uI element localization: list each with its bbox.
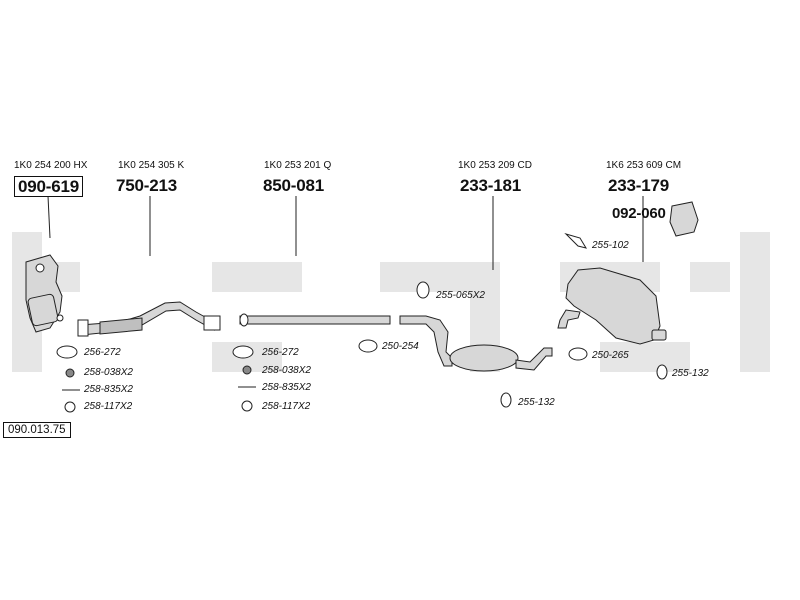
catalytic-converter	[25, 254, 64, 333]
accessory-label: 255-132	[518, 397, 555, 408]
accessory-icons	[56, 232, 668, 413]
extra-part-number[interactable]: 092-060	[612, 205, 666, 222]
part-number-3[interactable]: 850-081	[263, 176, 324, 195]
accessory-label: 250-265	[592, 350, 629, 361]
accessory-label: 258-117X2	[84, 401, 133, 412]
oe-number-1: 1K0 254 200 HX	[14, 160, 88, 171]
part-number-4[interactable]: 233-181	[460, 176, 521, 195]
accessory-label: 255-102	[592, 240, 629, 251]
leader-lines	[47, 195, 644, 270]
rear-silencer	[557, 267, 667, 345]
accessory-label: 258-117X2	[262, 401, 311, 412]
front-pipe	[77, 301, 221, 337]
oe-number-5: 1K6 253 609 CM	[606, 160, 682, 171]
part-number-2[interactable]: 750-213	[116, 176, 177, 195]
accessory-label: 258-038X2	[262, 365, 311, 376]
accessory-label: 258-835X2	[84, 384, 133, 395]
accessory-label: 258-835X2	[262, 382, 311, 393]
oe-number-2: 1K0 254 305 K	[118, 160, 185, 171]
heat-shield-part	[669, 201, 699, 237]
part-number-1[interactable]: 090-619	[14, 176, 83, 197]
middle-pipe	[239, 313, 391, 327]
accessory-label: 250-254	[382, 341, 419, 352]
accessory-label: 255-065X2	[436, 290, 485, 301]
oe-number-4: 1K0 253 209 CD	[458, 160, 532, 171]
accessory-label: 255-132	[672, 368, 709, 379]
kit-number: 090.013.75	[3, 422, 71, 438]
accessory-label: 256-272	[262, 347, 299, 358]
accessory-label: 256-272	[84, 347, 121, 358]
oe-number-3: 1K0 253 201 Q	[264, 160, 332, 171]
centre-silencer	[399, 315, 553, 372]
accessory-label: 258-038X2	[84, 367, 133, 378]
part-number-5[interactable]: 233-179	[608, 176, 669, 195]
